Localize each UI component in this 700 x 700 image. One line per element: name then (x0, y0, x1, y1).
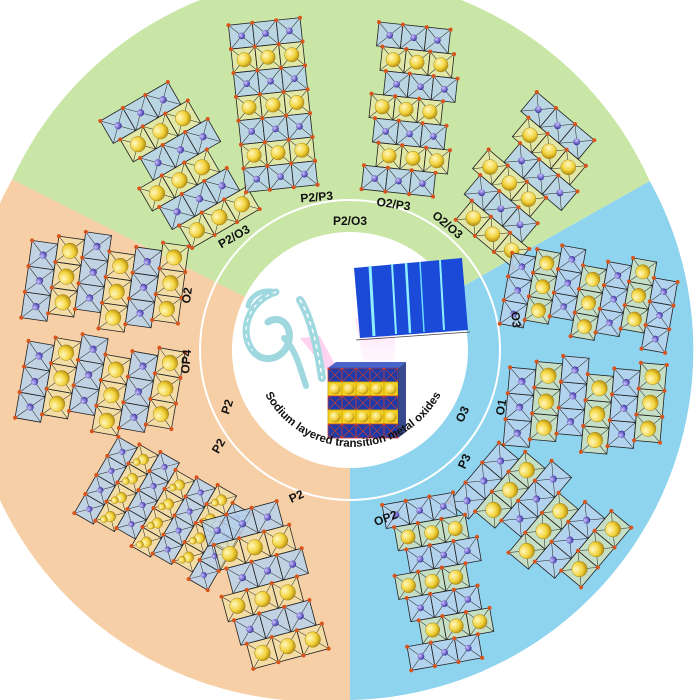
model-o1 (501, 353, 669, 455)
model-p3 (446, 440, 634, 590)
model-o3 (497, 243, 680, 355)
label-green-2: P2/P3 (300, 189, 334, 206)
label-blue-3: P3 (455, 451, 474, 471)
model-o2 (19, 229, 191, 333)
label-blue-1: O3 (508, 311, 523, 328)
group-label-orange: P2 (218, 397, 236, 416)
model-op4 (13, 332, 187, 437)
group-label-green: P2/O3 (333, 214, 367, 228)
label-blue-2: O1 (493, 398, 510, 417)
group-label-blue: O3 (453, 404, 473, 425)
fiber-coil-icon (242, 288, 326, 389)
inner-label-ring (199, 199, 501, 501)
structure-models (13, 15, 680, 673)
model-p2-b (199, 499, 331, 671)
model-p2-o3 (98, 79, 262, 251)
label-orange-1: O2 (179, 286, 195, 304)
group-labels: P2/O3 P2 O3 (218, 214, 472, 425)
sector-green (12, 0, 650, 350)
label-orange-3: P2 (209, 436, 229, 456)
spectrum-image-icon (354, 258, 471, 341)
model-p2-a (72, 434, 254, 593)
center-illustration: Sodium layered transition metal oxides (242, 258, 471, 450)
model-p2-p3 (226, 15, 320, 195)
label-green-3: O2/P3 (376, 195, 412, 214)
label-orange-4: P2 (287, 487, 307, 506)
crystal-structure-icon (327, 362, 406, 439)
label-orange-2: OP4 (178, 349, 194, 374)
model-o2-o3 (453, 90, 597, 270)
model-op2 (380, 490, 495, 673)
model-o2-p3 (359, 20, 460, 199)
